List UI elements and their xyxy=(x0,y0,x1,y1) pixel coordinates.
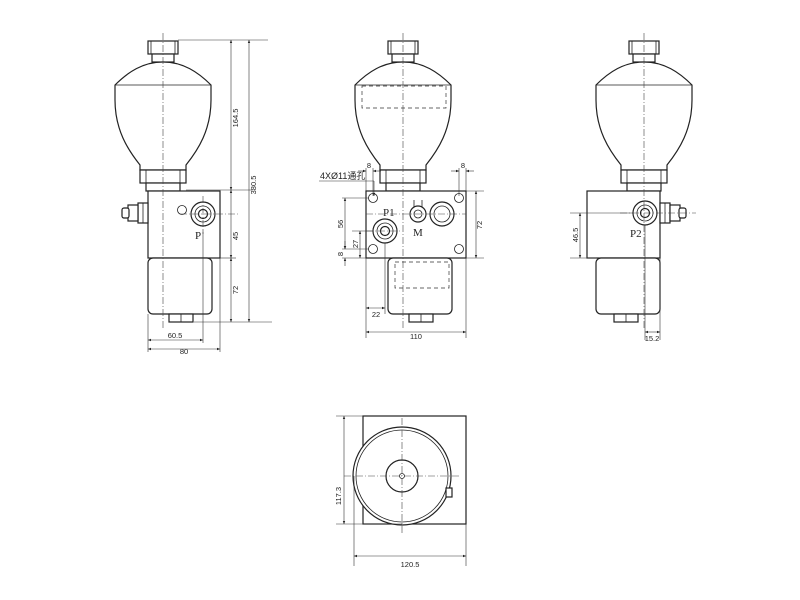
dim-p1-height: 27 xyxy=(351,240,360,248)
dim-center-block-height: 72 xyxy=(475,221,484,229)
dim-motor-height: 72 xyxy=(231,286,240,294)
dim-accumulator-height: 164.5 xyxy=(231,109,240,128)
dim-port-offset: 60.5 xyxy=(168,331,183,340)
side-fitting-left xyxy=(121,202,149,224)
dim-hole-left: 8 xyxy=(367,161,371,170)
view-front-left: P 164.5 380.5 45 72 60.5 80 xyxy=(114,33,272,356)
dim-total-height: 380.5 xyxy=(249,176,258,195)
dim-bottom-height: 117.3 xyxy=(334,487,343,505)
dim-edge-bottom: 8 xyxy=(336,252,345,256)
port-m-label: M xyxy=(413,227,423,239)
view-bottom: 117.3 120.5 xyxy=(334,415,467,569)
view-front-center: P1 M 4XØ11通孔 8 8 xyxy=(319,33,484,341)
dim-p1-offset: 22 xyxy=(372,310,380,319)
port-p-label: P xyxy=(195,230,201,242)
dim-center-block-width: 110 xyxy=(410,332,422,341)
dim-hole-pitch-v: 56 xyxy=(336,220,345,228)
dim-hole-right: 8 xyxy=(461,161,465,170)
port-p2-label: P2 xyxy=(630,228,642,240)
dim-fitting-offset: 15.2 xyxy=(645,334,660,343)
dim-block-height: 45 xyxy=(231,232,240,240)
dim-block-width: 80 xyxy=(180,347,188,356)
mounting-hole-note: 4XØ11通孔 xyxy=(320,171,365,181)
dim-p2-height: 46.5 xyxy=(571,228,580,243)
port-p1-label: P1 xyxy=(383,207,395,219)
view-front-right: P2 46.5 15.2 xyxy=(570,33,696,343)
dim-bottom-width: 120.5 xyxy=(401,560,420,569)
